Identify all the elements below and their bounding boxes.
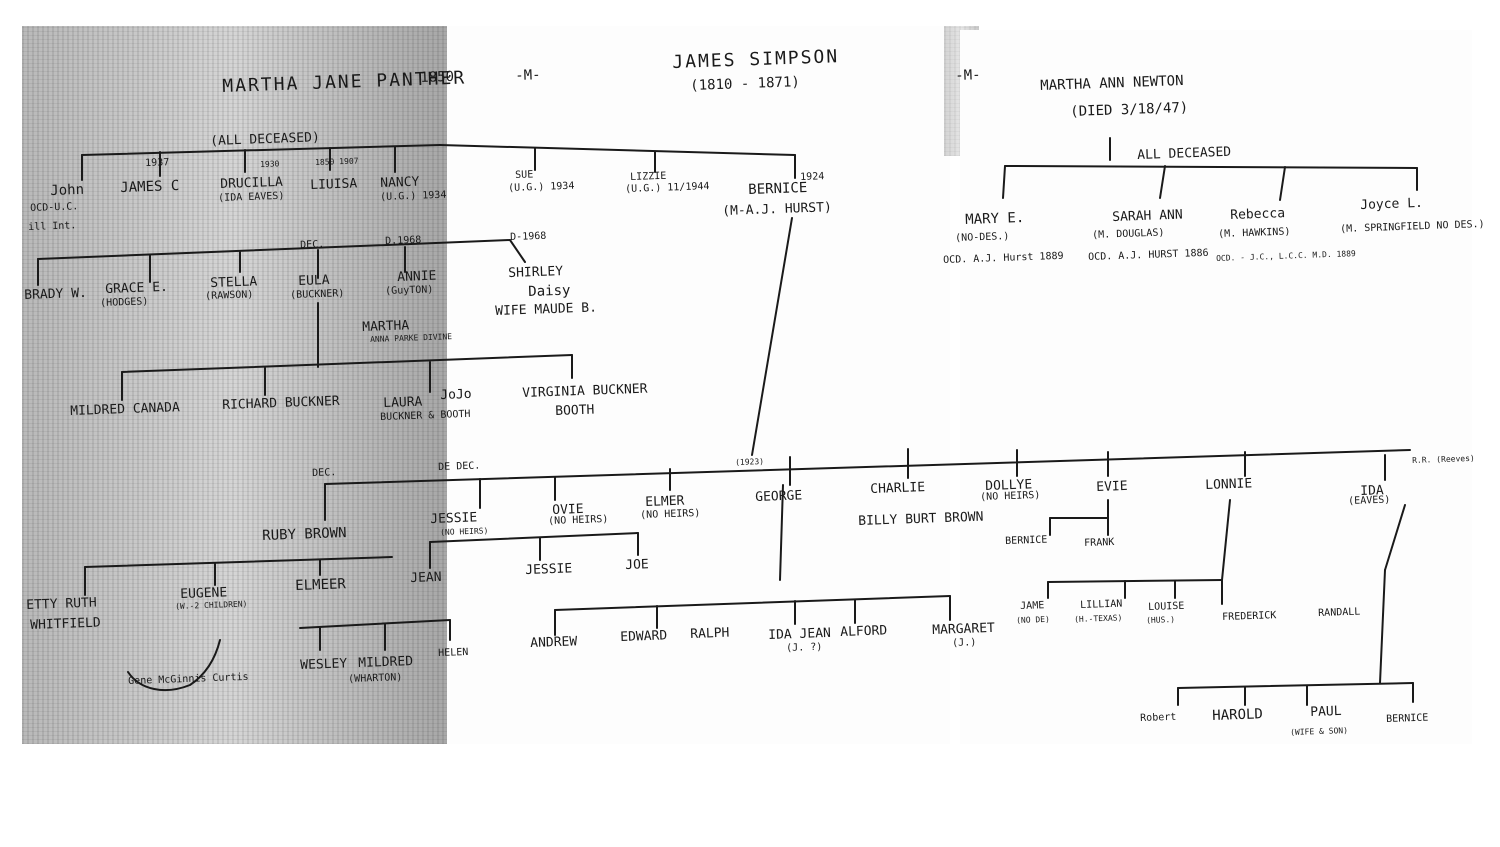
note-lillian: (H.-TEXAS) bbox=[1074, 613, 1123, 624]
person-harold: HAROLD bbox=[1212, 706, 1264, 724]
person-elmer: ELMER bbox=[645, 493, 685, 510]
person-jessie-2: JESSIE bbox=[525, 561, 573, 578]
paper-center bbox=[447, 26, 950, 744]
marriage-marker-2: -M- bbox=[955, 67, 981, 84]
note-drucilla: (IDA EAVES) bbox=[218, 190, 285, 204]
note-john: OCD-U.C. bbox=[30, 201, 79, 214]
person-sue: SUE bbox=[515, 169, 534, 181]
person-randall: RANDALL bbox=[1318, 606, 1361, 619]
person-frank: FRANK bbox=[1084, 536, 1115, 549]
person-mary-e: MARY E. bbox=[965, 209, 1025, 228]
note-elmer: (NO HEIRS) bbox=[640, 507, 701, 521]
person-bernice-2: BERNICE bbox=[1005, 534, 1048, 547]
note-jame: (NO DE) bbox=[1016, 614, 1051, 625]
person-elmeer: ELMEER bbox=[295, 576, 347, 594]
note-sue: (U.G.) 1934 bbox=[508, 180, 575, 194]
person-george: GEORGE bbox=[755, 488, 803, 505]
note-annie: (GuyTON) bbox=[385, 284, 434, 297]
person-annie: ANNIE bbox=[397, 268, 437, 285]
note-nancy: (U.G.) 1934 bbox=[380, 189, 447, 203]
note-jessie: (NO HEIRS) bbox=[440, 526, 489, 537]
note-louise: (HUS.) bbox=[1146, 614, 1176, 625]
person-charlie: CHARLIE bbox=[870, 480, 926, 497]
note-mary-e: (NO-DES.) bbox=[955, 231, 1010, 244]
person-liuisa: LIUISA bbox=[310, 176, 358, 193]
note-ovie: (NO HEIRS) bbox=[548, 513, 609, 527]
marker-dec-bernice-b: DE DEC. bbox=[438, 460, 481, 473]
person-robert: Robert bbox=[1140, 711, 1177, 724]
person-joe: JOE bbox=[625, 557, 649, 573]
person-helen: HELEN bbox=[438, 646, 469, 659]
person-john: John bbox=[50, 181, 85, 199]
person-edward: EDWARD bbox=[620, 628, 668, 645]
person-nancy: NANCY bbox=[380, 174, 420, 191]
person-martha-divine: MARTHA bbox=[362, 318, 410, 335]
note-james-c: 1937 bbox=[145, 157, 170, 169]
person-lizzie: LIZZIE bbox=[630, 170, 667, 183]
person-bernice: BERNICE bbox=[748, 179, 808, 198]
person-jessie: JESSIE bbox=[430, 510, 478, 527]
person-andrew: ANDREW bbox=[530, 634, 578, 651]
person-lonnie: LONNIE bbox=[1205, 476, 1253, 493]
note-etty-ruth: WHITFIELD bbox=[30, 615, 101, 633]
person-etty-ruth: ETTY RUTH bbox=[26, 595, 97, 613]
person-drucilla: DRUCILLA bbox=[220, 174, 284, 192]
marker-year-bernice: (1923) bbox=[735, 456, 765, 467]
extra-drucilla: 1930 bbox=[260, 159, 280, 169]
person-ralph: RALPH bbox=[690, 625, 730, 642]
person-paul: PAUL bbox=[1310, 703, 1342, 720]
person-brady-w: BRADY W. bbox=[24, 285, 88, 303]
extra-john: ill Int. bbox=[28, 220, 77, 233]
person-frederick: FREDERICK bbox=[1222, 610, 1277, 623]
person-jean: JEAN bbox=[410, 569, 442, 586]
wife1-years: 1850 bbox=[420, 68, 455, 86]
person-wesley: WESLEY bbox=[300, 656, 348, 673]
person-eula: EULA bbox=[298, 272, 330, 289]
paper-right bbox=[960, 30, 1472, 744]
person-mildred: MILDRED bbox=[358, 654, 414, 671]
person-grace-e: GRACE E. bbox=[105, 279, 169, 297]
person-bernice-3: BERNICE bbox=[1386, 712, 1429, 725]
marker-dec-bernice-a: DEC. bbox=[312, 467, 337, 479]
person-alford: ALFORD bbox=[840, 623, 888, 640]
person-sarah-ann: SARAH ANN bbox=[1112, 207, 1183, 225]
person-jame: JAME bbox=[1020, 600, 1045, 612]
person-joyce-l: Joyce L. bbox=[1360, 195, 1424, 213]
person-margaret: MARGARET bbox=[932, 620, 996, 638]
note-mildred: (WHARTON) bbox=[348, 672, 403, 685]
person-daisy: Daisy bbox=[528, 282, 571, 300]
marriage-marker-1: -M- bbox=[515, 67, 541, 84]
person-jojo: JoJo bbox=[440, 386, 472, 403]
note-eula: (BUCKNER) bbox=[290, 288, 345, 301]
person-shirley: SHIRLEY bbox=[508, 264, 564, 281]
signature-scribble bbox=[127, 639, 221, 692]
person-rebecca: Rebecca bbox=[1230, 206, 1286, 223]
person-lillian: LILLIAN bbox=[1080, 598, 1123, 611]
note-ida-jean: (J. ?) bbox=[786, 641, 823, 654]
note-ida: (EAVES) bbox=[1348, 494, 1391, 507]
person-louise: LOUISE bbox=[1148, 600, 1185, 613]
note-liuisa: 1850 1907 bbox=[315, 156, 359, 167]
note-virginia-buckner: BOOTH bbox=[555, 402, 595, 419]
marker-dec-gen3-left: DEC. bbox=[300, 239, 325, 251]
note-stella: (RAWSON) bbox=[205, 289, 254, 302]
note-margaret: (J.) bbox=[952, 637, 977, 649]
person-ida-jean: IDA JEAN bbox=[768, 625, 832, 643]
marker-d1968-b: D-1968 bbox=[510, 230, 547, 243]
note-grace-e: (HODGES) bbox=[100, 296, 149, 309]
person-laura: LAURA bbox=[383, 394, 423, 411]
person-ruby-brown: RUBY BROWN bbox=[262, 525, 347, 544]
person-james-c: JAMES C bbox=[120, 177, 180, 196]
person-evie: EVIE bbox=[1096, 478, 1128, 495]
note-dollye: (NO HEIRS) bbox=[980, 489, 1041, 503]
marker-d1968-a: D.1968 bbox=[385, 234, 422, 247]
